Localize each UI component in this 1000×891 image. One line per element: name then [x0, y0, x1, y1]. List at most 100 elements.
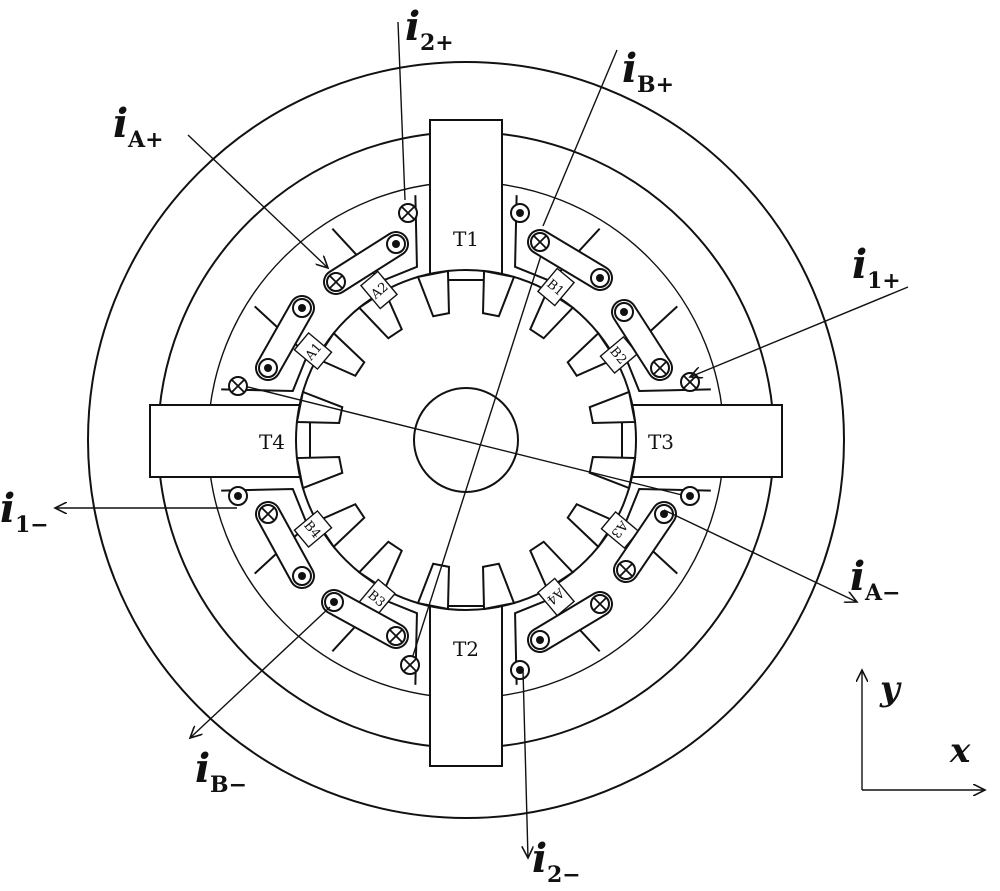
label-two-minus: i 2− — [532, 835, 581, 888]
outer-housing-circle — [87, 61, 845, 819]
coil-loop-inner — [257, 503, 313, 587]
label-b-minus: i B− — [195, 745, 247, 798]
flux-line-b — [409, 242, 546, 666]
x-axis-label: x — [949, 731, 971, 771]
rotor-tooth-notch — [416, 562, 451, 611]
rotor-teeth — [295, 269, 637, 611]
rotor-tooth-notch — [566, 503, 617, 549]
label-a-minus: i A− — [850, 553, 901, 606]
tooth-t4-label: T4 — [259, 430, 285, 454]
conductor-dot-icon — [292, 566, 312, 586]
svg-text:1−: 1− — [15, 512, 49, 538]
label-b-plus: i B+ — [622, 45, 674, 98]
flux-line-a — [239, 384, 691, 498]
tooth-t3-label: T3 — [648, 430, 674, 454]
conductor-dot-icon — [614, 302, 634, 322]
coil-loop-inner — [529, 593, 611, 651]
tooth-t2-label: T2 — [453, 637, 479, 661]
coil-loop-inner — [529, 231, 611, 289]
rotor-tooth-notch — [315, 331, 366, 377]
svg-text:2−: 2− — [547, 862, 581, 888]
coil-loops — [255, 229, 677, 653]
rotor-tooth-notch — [295, 390, 344, 425]
arrow-two-plus — [397, 21, 406, 201]
arrow-one-plus — [690, 286, 909, 377]
coil-a2: A2 — [359, 270, 399, 310]
svg-text:i: i — [405, 3, 420, 50]
rotor-shaft — [413, 387, 519, 493]
coil-loop-inner — [257, 297, 313, 379]
conductor-dot-icon — [324, 592, 344, 612]
rotor-tooth-notch — [481, 562, 516, 611]
conductor-cross-icon — [680, 372, 700, 392]
coil-loop-inner — [615, 503, 675, 581]
conductor-cross-icon — [258, 504, 278, 524]
conductor-cross-icon — [616, 560, 636, 580]
coil-a1: A1 — [293, 331, 333, 371]
coil-loop-inner — [323, 591, 407, 647]
tooth-t4-slot — [149, 404, 311, 478]
label-one-plus: i 1+ — [852, 241, 901, 294]
svg-text:1+: 1+ — [867, 268, 901, 294]
conductor-dot-icon — [654, 504, 674, 524]
conductor-cross-icon — [530, 232, 550, 252]
svg-text:A+: A+ — [127, 127, 164, 153]
tooth-t2-slot — [429, 605, 503, 767]
conductor-cross-icon — [228, 376, 248, 396]
coil-loop-inner — [613, 301, 671, 379]
label-two-plus: i 2+ — [405, 3, 454, 56]
conductor-cross-icon — [398, 203, 418, 223]
conductor-dot-icon — [680, 486, 700, 506]
coil-a4: A4 — [536, 577, 576, 617]
rotor-outer — [295, 269, 637, 611]
conductor-dot-icon — [292, 298, 312, 318]
y-axis-label: y — [879, 669, 902, 709]
arrow-a-plus — [187, 134, 328, 268]
conductor-dot-icon — [510, 660, 530, 680]
svg-text:i: i — [113, 100, 128, 147]
svg-text:i: i — [852, 241, 867, 288]
arrow-two-minus — [523, 669, 528, 858]
conductor-cross-icon — [400, 655, 420, 675]
conductor-dot-icon — [590, 268, 610, 288]
conductor-cross-icon — [326, 272, 346, 292]
coil-b2: B2 — [599, 335, 639, 375]
svg-text:i: i — [850, 553, 865, 600]
conductor-markers — [228, 203, 700, 680]
svg-text:A−: A− — [864, 580, 901, 606]
rotor-tooth-notch — [588, 390, 637, 425]
rotor-tooth-notch — [588, 455, 637, 490]
coil-b4: B4 — [293, 509, 333, 549]
rotor-tooth-notch — [357, 540, 403, 591]
tooth-t1-slot — [429, 119, 503, 281]
label-one-minus: i 1− — [0, 485, 49, 538]
conductor-cross-icon — [386, 626, 406, 646]
tooth-t1-label: T1 — [453, 227, 479, 251]
arrow-a-minus — [663, 509, 857, 602]
coil-b1: B1 — [536, 267, 576, 307]
rotor-tooth-notch — [416, 269, 451, 318]
conductor-dot-icon — [510, 203, 530, 223]
arrow-b-minus — [190, 606, 331, 738]
svg-text:B−: B− — [210, 772, 247, 798]
arrow-b-plus — [542, 49, 618, 227]
rotor-tooth-notch — [481, 269, 516, 318]
svg-text:i: i — [622, 45, 637, 92]
svg-text:i: i — [195, 745, 210, 792]
svg-text:B+: B+ — [637, 72, 674, 98]
label-a-plus: i A+ — [113, 100, 164, 153]
rotor-tooth-notch — [295, 455, 344, 490]
svg-text:2+: 2+ — [420, 30, 454, 56]
conductor-dot-icon — [530, 630, 550, 650]
conductor-dot-icon — [228, 486, 248, 506]
conductor-dot-icon — [258, 358, 278, 378]
conductor-cross-icon — [650, 358, 670, 378]
rotor-tooth-notch — [529, 289, 575, 340]
coil-loop-inner — [325, 233, 407, 293]
tooth-t3-slot — [621, 404, 783, 478]
conductor-dot-icon — [386, 234, 406, 254]
svg-text:i: i — [532, 835, 547, 882]
conductor-cross-icon — [590, 594, 610, 614]
